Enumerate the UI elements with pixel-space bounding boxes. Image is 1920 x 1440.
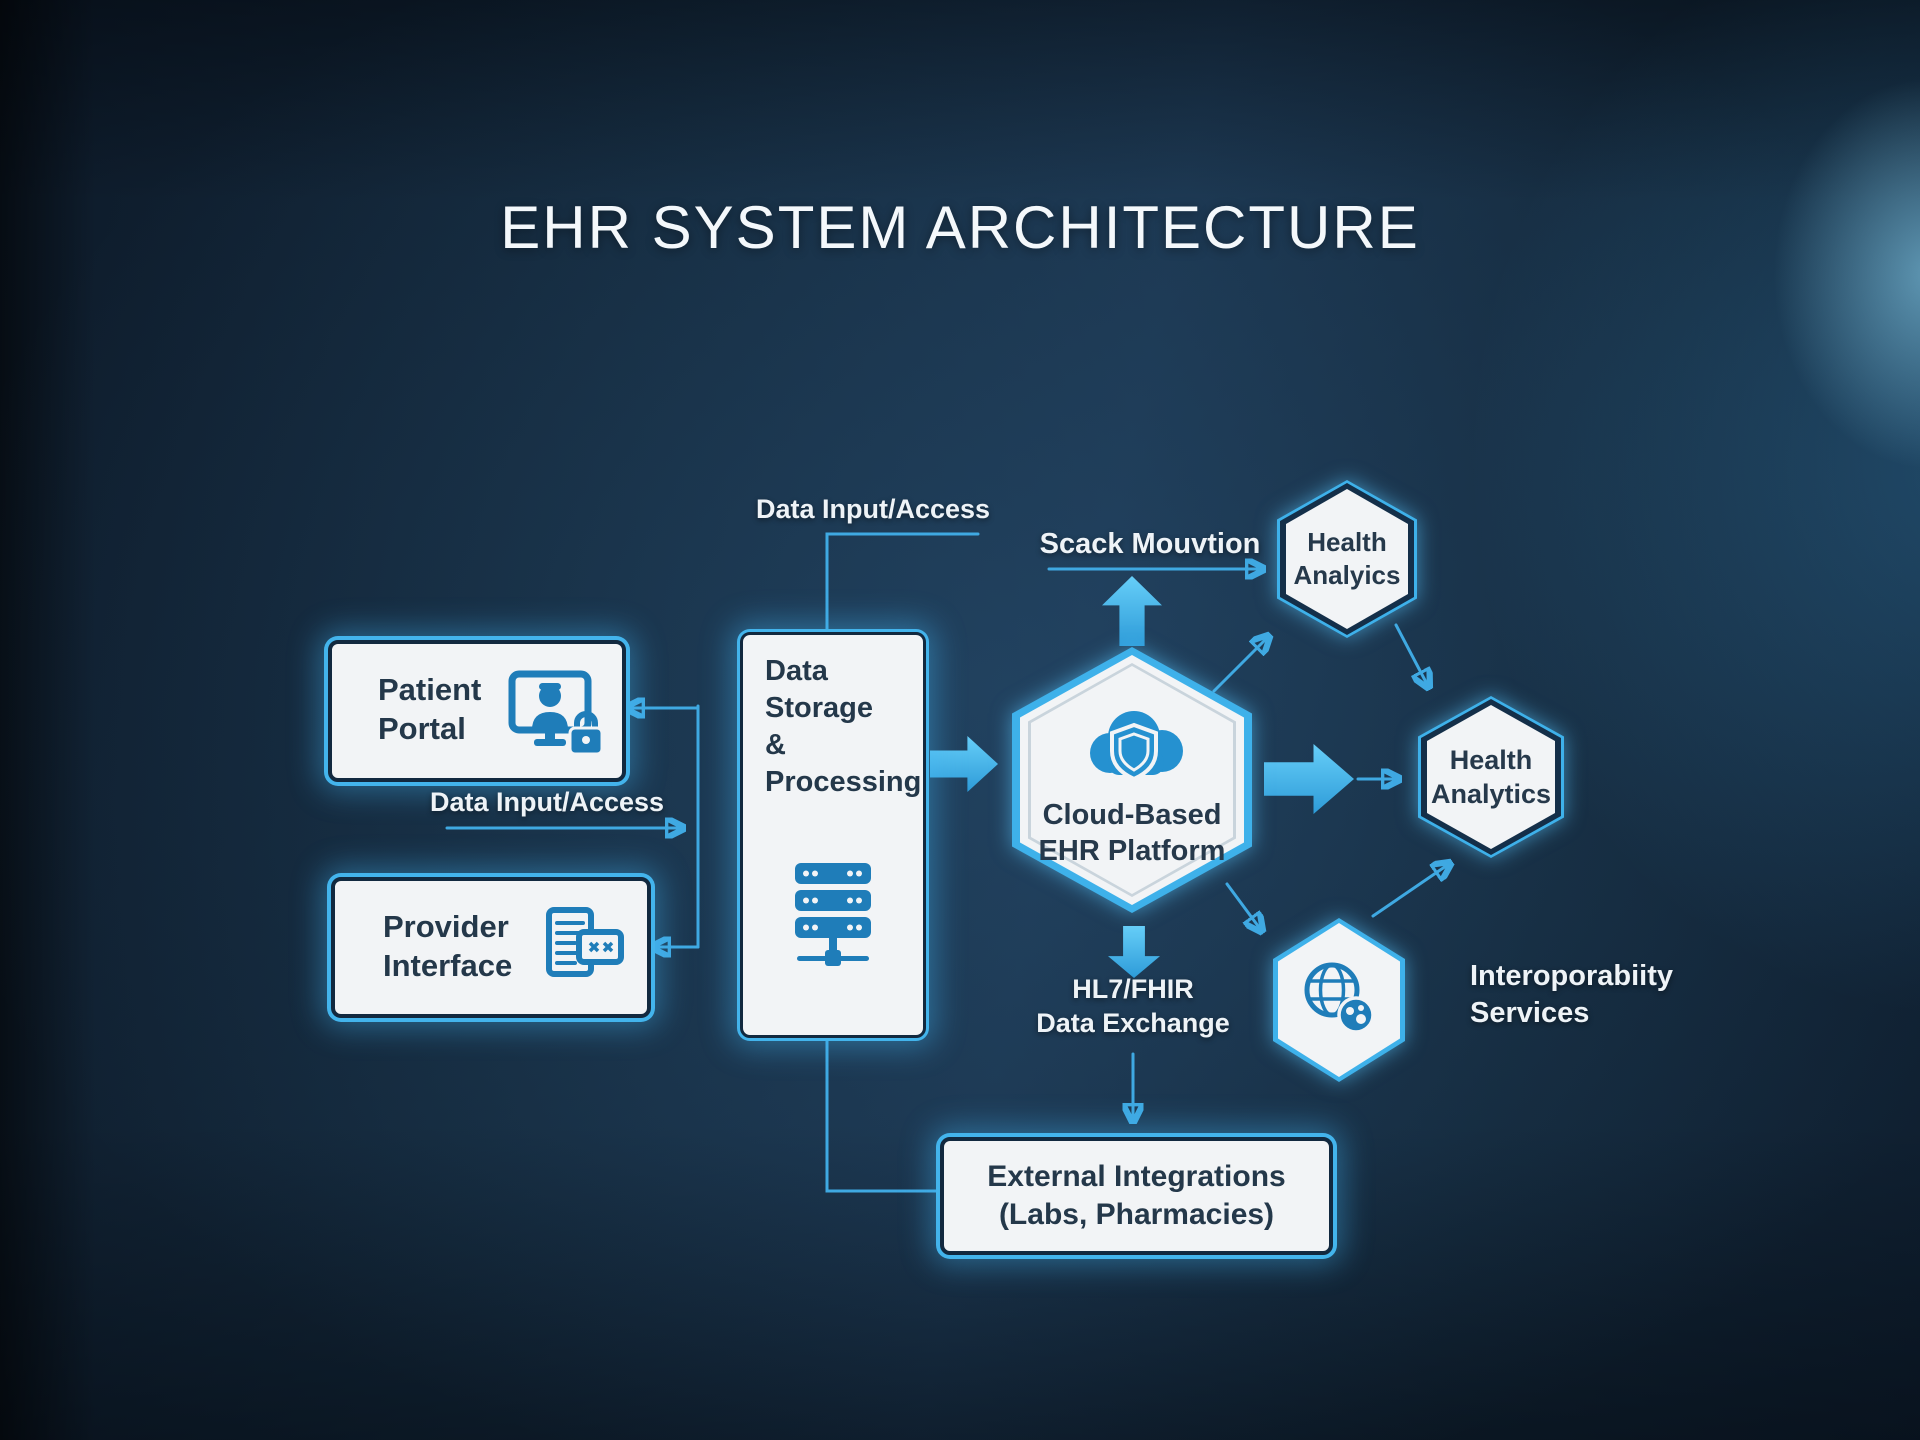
external-integrations-label: External Integrations (Labs, Pharmacies)	[987, 1158, 1285, 1234]
patient-portal-line1: Patient	[378, 672, 482, 707]
data-storage-node: Data Storage & Processing	[740, 632, 926, 1038]
hl7-line2: Data Exchange	[1036, 1008, 1230, 1038]
data-storage-line1: Data Storage	[765, 655, 873, 724]
connector-cloud-to-analytics-top	[1212, 637, 1268, 693]
health-analytics-top-label: Health Analyics	[1277, 526, 1417, 592]
connector-interop-to-analytics-right	[1371, 864, 1449, 918]
cloud-shield-icon	[1090, 711, 1183, 782]
health-analytics-right-label: Health Analytics	[1418, 743, 1564, 811]
patient-portal-line2: Portal	[378, 711, 466, 746]
ha-top-line1: Health	[1307, 527, 1387, 557]
cloud-label-line2: EHR Platform	[1038, 835, 1226, 867]
patient-portal-label: Patient Portal	[378, 670, 481, 748]
health-analytics-top-node: Health Analyics	[1277, 480, 1417, 638]
cloud-ehr-platform-node: Cloud-Based EHR Platform	[1012, 647, 1252, 913]
external-line1: External Integrations	[987, 1160, 1286, 1193]
document-card-icon	[546, 907, 624, 977]
external-integrations-node: External Integrations (Labs, Pharmacies)	[940, 1137, 1333, 1255]
label-stack-motion: Scack Mouvtion	[1039, 528, 1261, 560]
provider-interface-line1: Provider	[383, 909, 509, 944]
hex-fill-layer	[1286, 489, 1408, 629]
ha-right-line1: Health	[1449, 745, 1533, 775]
label-data-input-mid: Data Input/Access	[429, 787, 665, 817]
data-storage-label: Data Storage & Processing	[765, 653, 923, 801]
page-title: EHR SYSTEM ARCHITECTURE	[500, 194, 1420, 261]
interop-line1: Interoporabiity	[1470, 960, 1674, 992]
health-analytics-right-node: Health Analytics	[1418, 696, 1564, 858]
label-data-input-top: Data Input/Access	[755, 494, 991, 524]
connector-storage-to-external	[825, 1032, 938, 1193]
server-stack-icon	[795, 863, 871, 966]
patient-portal-node: Patient Portal	[328, 640, 626, 782]
data-storage-line2: & Processing	[765, 729, 922, 798]
external-line2: (Labs, Pharmacies)	[998, 1198, 1275, 1231]
patient-monitor-lock-icon	[508, 670, 604, 756]
connector-analytics-top-to-right	[1394, 623, 1428, 686]
interoperability-node	[1273, 918, 1405, 1082]
hex-fill-layer	[1427, 705, 1555, 849]
ha-right-line2: Analytics	[1430, 779, 1552, 809]
interop-line2: Services	[1470, 997, 1590, 1029]
cloud-ehr-platform-label: Cloud-Based EHR Platform	[1012, 797, 1252, 869]
provider-interface-line2: Interface	[383, 948, 513, 983]
connector-top-label-to-storage	[825, 532, 980, 632]
ha-top-line2: Analyics	[1293, 560, 1401, 590]
hl7-line1: HL7/FHIR	[1072, 974, 1194, 1004]
provider-interface-label: Provider Interface	[383, 907, 512, 985]
provider-interface-node: Provider Interface	[331, 877, 651, 1018]
connector-cloud-to-interop	[1225, 882, 1261, 930]
globe-icon	[1304, 962, 1375, 1034]
label-interoperability-services: Interoporabiity Services	[1470, 958, 1673, 1032]
label-hl7-fhir: HL7/FHIR Data Exchange	[1013, 972, 1253, 1040]
cloud-label-line1: Cloud-Based	[1042, 799, 1222, 831]
